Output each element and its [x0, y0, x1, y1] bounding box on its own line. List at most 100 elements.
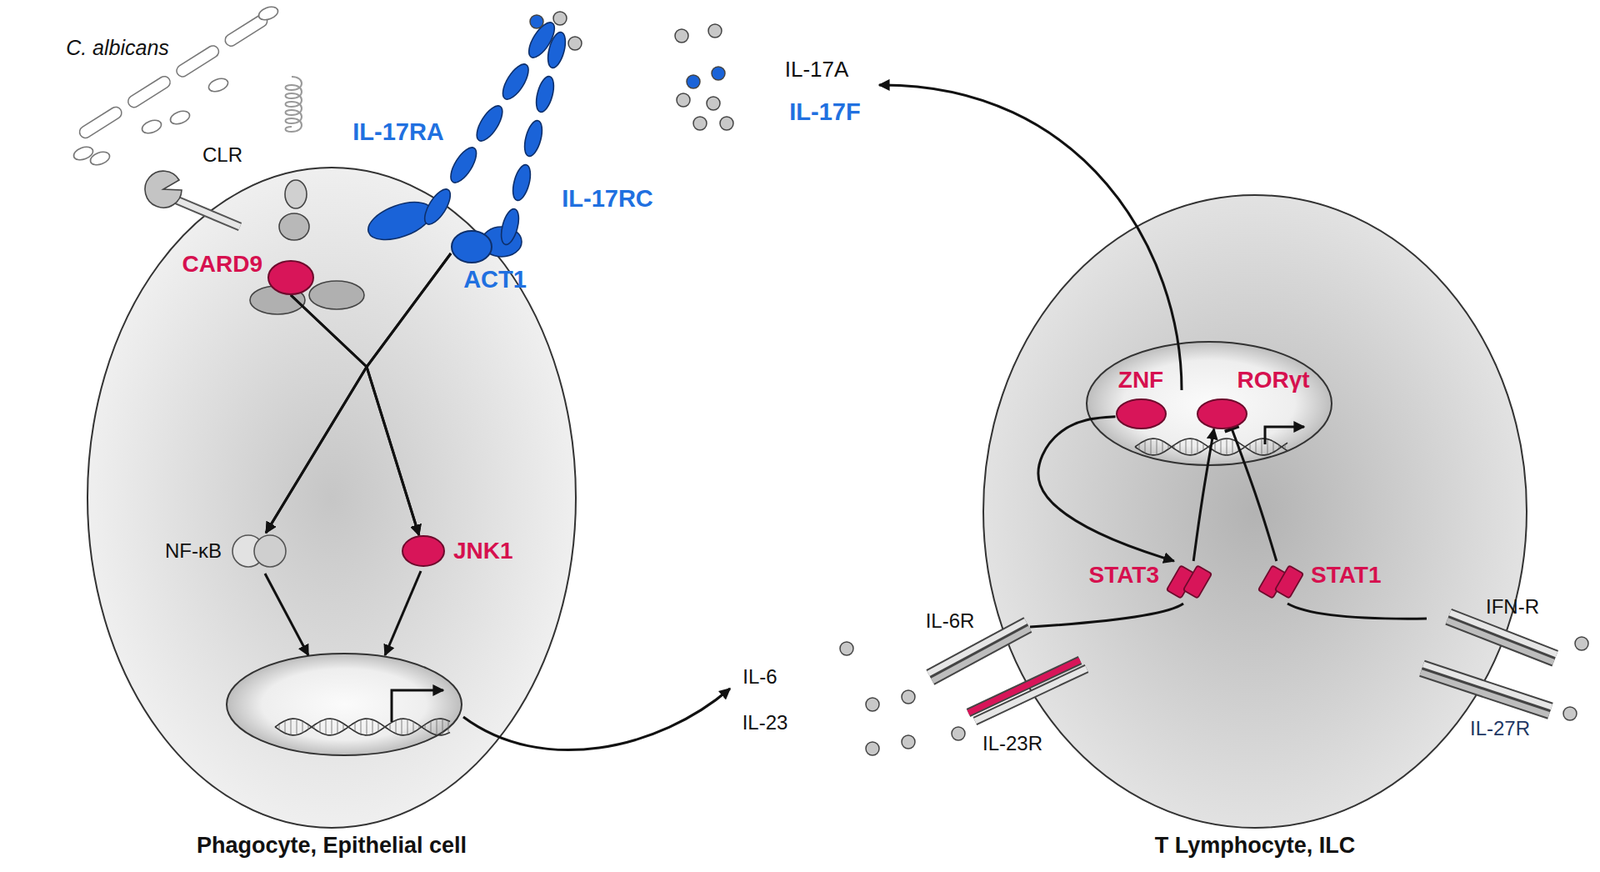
dna-rung	[1203, 443, 1205, 450]
dna-rung	[1238, 442, 1240, 452]
receptor-domain	[545, 30, 570, 70]
dna-rung	[1285, 444, 1286, 450]
dna-rung	[1261, 438, 1263, 455]
dna-rung	[1220, 439, 1222, 455]
receptor-chain	[932, 628, 1030, 681]
dna-rung	[1168, 444, 1170, 450]
arrow-line	[385, 570, 421, 655]
dna-rung	[1139, 444, 1140, 450]
dna-rung	[1185, 439, 1187, 455]
receptor-label: IFN-R	[1485, 595, 1540, 618]
dna-rung	[285, 720, 286, 733]
receptor-chain	[1420, 671, 1550, 715]
dna-rung	[302, 720, 304, 733]
protein-label: RORγt	[1236, 367, 1310, 394]
cytokine-dot	[840, 641, 854, 655]
dna-rung	[279, 724, 280, 730]
arrow-line	[463, 688, 730, 750]
receptor-chain	[975, 668, 1087, 721]
cytokine-dot	[568, 36, 582, 50]
oval-shape	[268, 260, 314, 295]
yeast-cell	[88, 149, 111, 167]
arrow-line	[879, 85, 1182, 390]
dna-rung	[1255, 440, 1257, 454]
dna-rung	[413, 720, 415, 732]
protein-shape	[1196, 398, 1248, 430]
stat-monomer	[1275, 565, 1304, 598]
cytokine-dot	[686, 75, 700, 89]
receptor-label: IL-17RA	[352, 119, 445, 146]
dna-rung	[378, 722, 380, 732]
receptor-domain	[498, 206, 523, 246]
cytokine-dot	[553, 11, 567, 25]
cell-contents	[71, 4, 734, 755]
cell-type-label: Phagocyte, Epithelial cell	[196, 833, 467, 859]
cytokine-label: IL-23	[742, 711, 789, 734]
cytokine-dot	[530, 15, 544, 29]
cell-membrane	[87, 167, 576, 828]
receptor-oval	[279, 213, 310, 240]
cytokine-dot	[901, 690, 915, 704]
nucleus	[226, 653, 462, 755]
receptor-domain	[521, 118, 546, 158]
protein-label: ZNF	[1118, 367, 1164, 394]
signal-line	[1030, 603, 1184, 627]
dna-rung	[360, 719, 362, 735]
receptor-chain	[1450, 612, 1557, 655]
receptor-chain	[932, 628, 1030, 681]
cytokine-dot	[706, 96, 720, 110]
signal-arrow	[366, 253, 451, 535]
protein-oval: RORγt	[1196, 398, 1248, 430]
signal-arrow	[1193, 429, 1215, 562]
signal-line	[1287, 603, 1427, 619]
receptor-domain	[471, 101, 507, 145]
dna-rung	[1250, 443, 1251, 450]
stat-monomer	[1183, 565, 1212, 598]
protein-shape	[1115, 398, 1167, 430]
dna-rung	[1197, 440, 1199, 454]
protein-shape	[1167, 560, 1211, 603]
dna-rung	[1215, 442, 1216, 452]
dna-rung	[425, 724, 426, 730]
dna-rung	[1267, 439, 1269, 455]
cell-type-label: T Lymphocyte, ILC	[1155, 833, 1356, 859]
dna-rung	[436, 718, 438, 735]
organism-label: C. albicans	[65, 36, 170, 60]
receptor-domain	[510, 162, 535, 202]
dna-rung	[1279, 445, 1280, 449]
cell-outline: T Lymphocyte, ILCZNFRORγtSTAT3STAT1	[982, 194, 1528, 829]
dna-rung	[1226, 438, 1228, 455]
dna-rung	[314, 725, 315, 729]
cytokine-dot	[711, 66, 725, 80]
cell-shape	[982, 194, 1528, 829]
protein-label: CARD9	[182, 251, 263, 278]
dna-rung	[343, 723, 345, 730]
glycan-coil	[285, 76, 303, 132]
dna-rung	[1244, 445, 1245, 447]
receptor-chain	[968, 660, 1080, 713]
arrow-line	[391, 690, 444, 722]
transcription-factor: NF-κB	[230, 532, 290, 570]
receptor-chain	[1446, 620, 1554, 662]
cytokine-label: IL-6	[742, 665, 777, 688]
subunit-circle	[254, 535, 286, 567]
protein-label: STAT1	[1310, 562, 1382, 589]
dna-strand	[275, 718, 450, 735]
cytokine-dot	[865, 741, 880, 755]
dna-rung	[1273, 440, 1275, 452]
nucleus	[1086, 341, 1332, 465]
protein-shape	[267, 260, 315, 295]
dna-rung	[296, 718, 298, 735]
protein-label: STAT3	[1088, 562, 1160, 589]
cytokine-dot	[708, 24, 722, 38]
dna-rung	[308, 724, 310, 730]
receptor-label: IL-27R	[1470, 717, 1530, 740]
cytokine-dot	[1575, 636, 1589, 650]
yeast-cell	[256, 4, 280, 22]
receptor-label: IL-17RC	[561, 185, 654, 213]
receptor-oval	[285, 180, 307, 209]
arrow-line	[1265, 426, 1305, 445]
receptor-chain	[1446, 620, 1554, 662]
receptor-chain	[1450, 612, 1557, 655]
